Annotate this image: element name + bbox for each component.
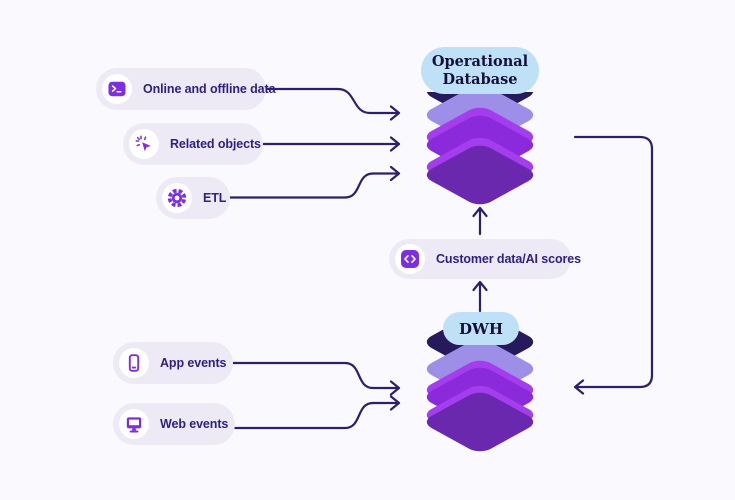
monitor-icon [119, 409, 149, 439]
pill-label: ETL [203, 191, 227, 205]
label-pill-app-events: App events [113, 342, 233, 384]
arrow-related-objects-to-odb [257, 136, 401, 152]
arrow-odb-to-dwh-loop [573, 135, 654, 395]
label-pill-related-objects: Related objects [123, 123, 263, 165]
label-pill-customer-data-ai-scores: Customer data/AI scores [389, 239, 581, 279]
gear-icon [162, 183, 192, 213]
arrow-customer-to-odb [472, 206, 488, 236]
terminal-icon [102, 74, 132, 104]
cursor-click-icon [129, 129, 159, 159]
label-pill-online-offline-data: Online and offline data [96, 68, 276, 110]
label-pill-etl: ETL [156, 177, 230, 219]
arrow-dwh-to-customer [472, 280, 488, 313]
arrow-etl-to-odb [228, 165, 401, 199]
stack-layer [426, 145, 534, 205]
dwh-node: DWH [443, 312, 519, 345]
dwh-title: DWH [458, 319, 504, 338]
arrow-online-offline-to-odb [264, 87, 401, 121]
operational-database-title: Operational Database [431, 53, 529, 88]
pill-label: App events [160, 356, 227, 370]
operational-db-stack [426, 92, 534, 205]
dwh-stack [426, 312, 534, 452]
pill-label: Web events [160, 417, 229, 431]
code-icon [395, 244, 425, 274]
smartphone-icon [119, 348, 149, 378]
operational-database-node: Operational Database [421, 47, 539, 94]
pill-label: Online and offline data [143, 82, 276, 96]
stack-layer [426, 392, 534, 452]
label-pill-web-events: Web events [113, 403, 235, 445]
pill-label: Customer data/AI scores [436, 252, 581, 266]
pill-label: Related objects [170, 137, 261, 151]
arrow-app-events-to-dwh [231, 361, 401, 396]
arrow-web-events-to-dwh [233, 395, 401, 430]
